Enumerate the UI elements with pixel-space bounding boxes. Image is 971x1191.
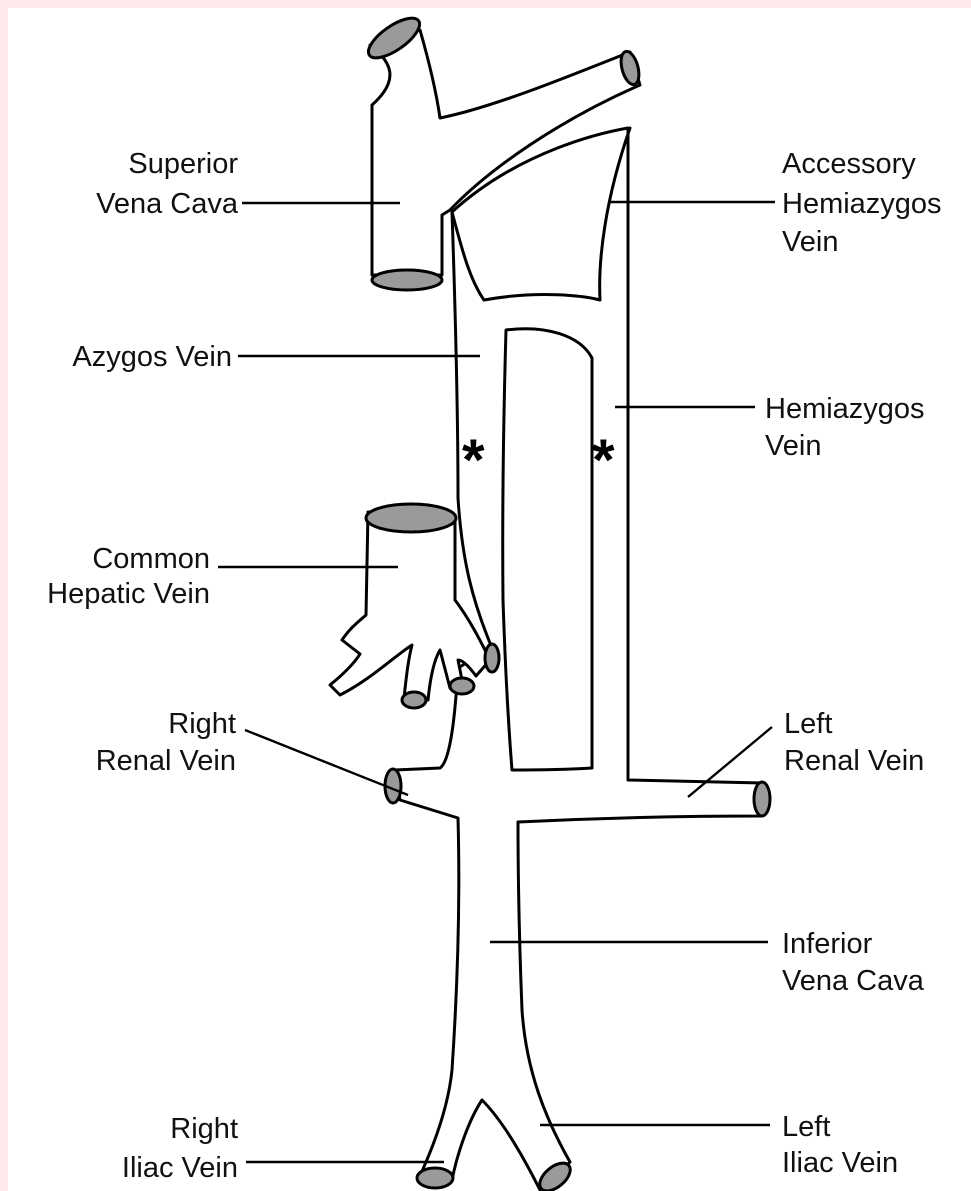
ivc-label-line2: Vena Cava — [782, 965, 925, 997]
right-renal-label-line1: Right — [168, 708, 236, 740]
label-superior-vena-cava: Superior Vena Cava — [96, 148, 239, 220]
hepatic-branch-opening-2 — [450, 678, 474, 694]
label-right-renal-vein: Right Renal Vein — [96, 708, 236, 777]
svc-label-line2: Vena Cava — [96, 188, 239, 220]
label-accessory-hemiazygos-vein: Accessory Hemiazygos Vein — [782, 148, 942, 258]
left-renal-label-line2: Renal Vein — [784, 745, 924, 777]
ivc-label-line1: Inferior — [782, 928, 873, 960]
right-iliac-label-line1: Right — [170, 1113, 238, 1145]
left-renal-opening — [754, 782, 770, 816]
accessory-hemiazygos-label-line1: Accessory — [782, 148, 916, 180]
left-iliac-label-line2: Iliac Vein — [782, 1147, 898, 1179]
hemiazygos-label-line1: Hemiazygos — [765, 393, 925, 425]
label-common-hepatic-vein: Common Hepatic Vein — [47, 543, 210, 610]
accessory-hemiazygos-label-line3: Vein — [782, 226, 838, 258]
hepatic-branch-opening-1 — [402, 692, 426, 708]
hepatic-upper-opening — [366, 504, 456, 532]
label-left-renal-vein: Left Renal Vein — [784, 708, 924, 777]
svc-label-line1: Superior — [128, 148, 238, 180]
hemiazygos-asterisk: * — [592, 428, 615, 493]
right-iliac-opening — [417, 1168, 453, 1188]
azygos-asterisk: * — [462, 428, 485, 493]
right-iliac-label-line2: Iliac Vein — [122, 1152, 238, 1184]
label-left-iliac-vein: Left Iliac Vein — [782, 1111, 898, 1179]
left-renal-label-line1: Left — [784, 708, 832, 740]
label-azygos-vein: Azygos Vein — [72, 341, 232, 373]
hepatic-label-line1: Common — [92, 543, 210, 575]
label-inferior-vena-cava: Inferior Vena Cava — [782, 928, 925, 997]
right-renal-leader — [245, 730, 408, 795]
svc-lower-opening — [372, 270, 442, 290]
label-hemiazygos-vein: Hemiazygos Vein — [765, 393, 925, 462]
right-renal-label-line2: Renal Vein — [96, 745, 236, 777]
accessory-hemiazygos-label-line2: Hemiazygos — [782, 188, 942, 220]
left-iliac-label-line1: Left — [782, 1111, 830, 1143]
azygos-label: Azygos Vein — [72, 341, 232, 373]
label-right-iliac-vein: Right Iliac Vein — [122, 1113, 238, 1184]
hepatic-branch-opening-3 — [485, 644, 499, 672]
hemiazygos-label-line2: Vein — [765, 430, 821, 462]
hepatic-label-line2: Hepatic Vein — [47, 578, 210, 610]
